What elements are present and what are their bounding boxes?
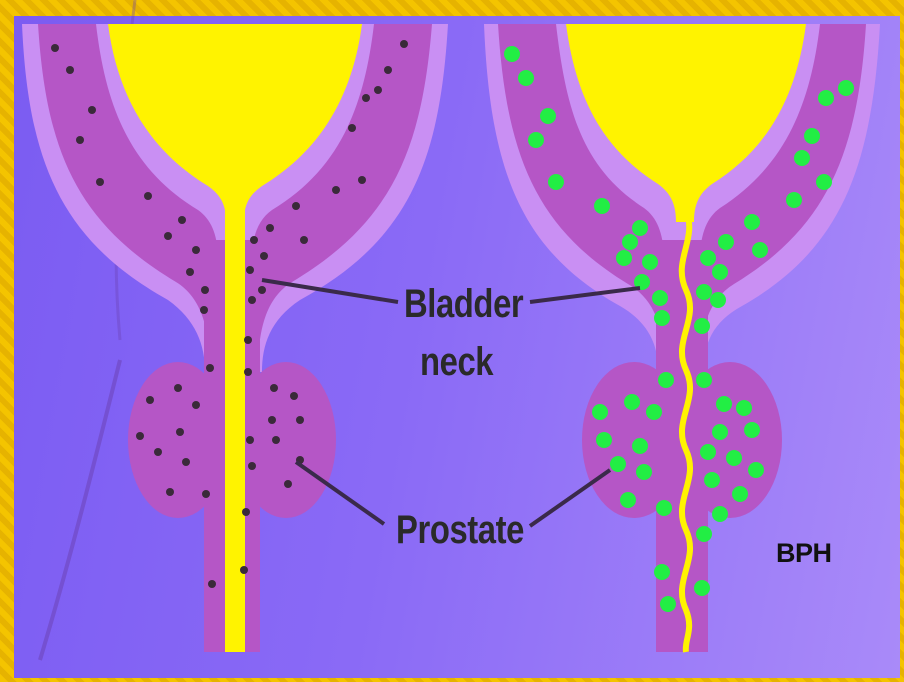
normal-anatomy [22, 24, 448, 652]
pointer-prostate-right [530, 470, 610, 526]
bph-label: BPH [776, 538, 832, 569]
prostate-label: Prostate [396, 508, 524, 553]
bladder-neck-label-line1: Bladder [404, 282, 523, 327]
urine-stream-left [225, 200, 245, 652]
background-line [40, 360, 120, 660]
bladder-neck-label-line2: neck [420, 340, 493, 385]
